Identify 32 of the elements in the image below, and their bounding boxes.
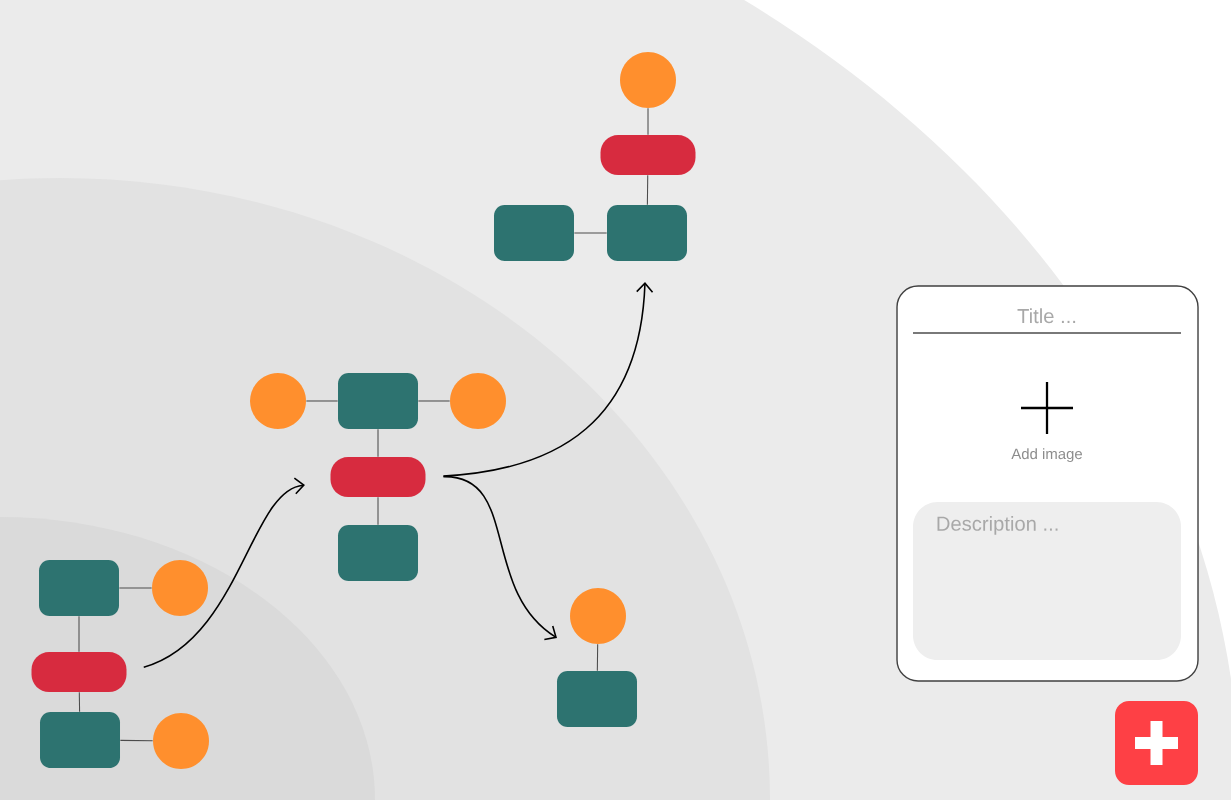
- curved-arrow: [442, 475, 557, 641]
- connector-line: [78, 615, 80, 653]
- connector-line: [596, 643, 599, 672]
- box-node: [338, 525, 418, 581]
- description-field: Description ...: [913, 502, 1181, 660]
- connector-line: [646, 174, 649, 206]
- connector-line: [119, 739, 154, 742]
- circle-node: [570, 588, 626, 644]
- curved-arrow: [142, 477, 305, 668]
- connector-line: [305, 400, 339, 402]
- box-node: [338, 373, 418, 429]
- connector-line: [417, 400, 451, 402]
- connector-line: [573, 232, 608, 234]
- circle-node: [450, 373, 506, 429]
- box-node: [557, 671, 637, 727]
- connector-line: [78, 691, 81, 713]
- circle-node: [250, 373, 306, 429]
- curved-arrow: [442, 282, 654, 477]
- image-label: Add image: [1011, 448, 1082, 463]
- connector-line: [377, 496, 379, 526]
- box-node: [607, 205, 687, 261]
- connector-line: [118, 587, 153, 589]
- box-node: [494, 205, 574, 261]
- pill-node: [31, 652, 127, 692]
- box-node: [40, 712, 120, 768]
- connector-line: [647, 107, 649, 136]
- box-node: [39, 560, 119, 616]
- title-field: Title ...: [912, 308, 1182, 334]
- circle-node: [152, 560, 208, 616]
- circle-node: [620, 52, 676, 108]
- connector-line: [377, 428, 379, 458]
- circle-node: [153, 713, 209, 769]
